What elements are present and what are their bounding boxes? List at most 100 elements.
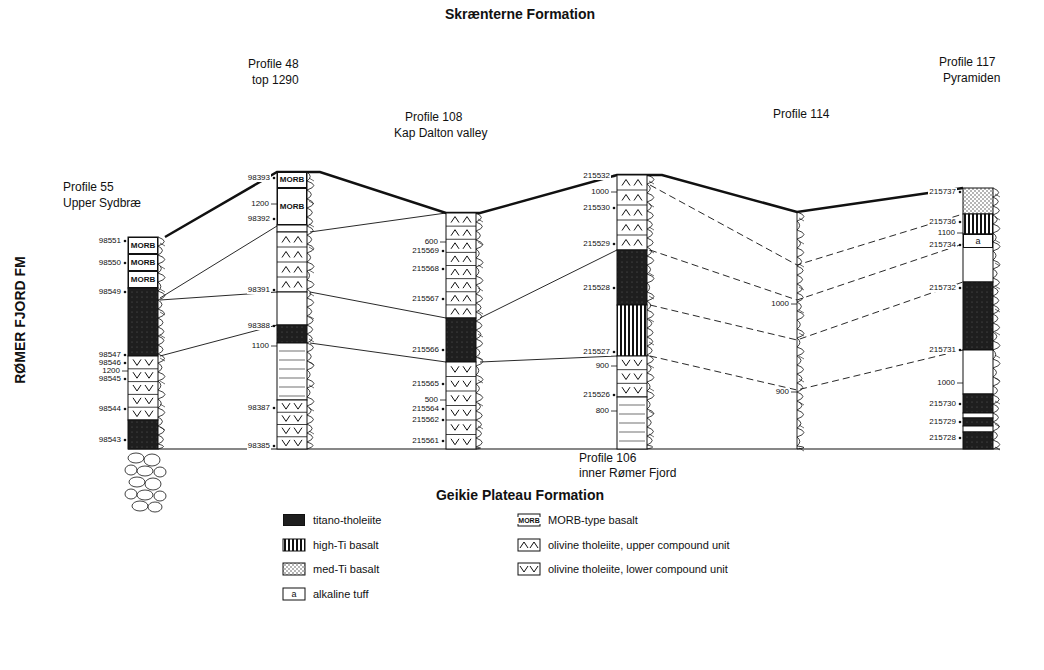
unit-divider [446,405,476,406]
sample-dot [959,349,962,352]
lower-unit-symbol [622,387,630,393]
lower-unit-symbol [133,398,141,404]
unit-divider [617,190,647,191]
elevation-tick [611,366,617,367]
sample-number: 215530 [582,204,611,212]
elevation-tick [611,411,617,412]
upper-unit-symbol [634,210,642,216]
lower-unit-symbol [282,440,290,446]
elevation-mark: 1200 [101,367,121,375]
lower-unit-symbol [133,411,141,417]
upper-unit-symbol [451,217,459,223]
sample-number: 98545 [98,375,122,383]
sample-number: 215565 [411,380,440,388]
correlation-line [310,343,446,362]
sample-dot [273,218,276,221]
profile-locality: Pyramiden [942,72,1001,84]
unit-divider [277,424,307,425]
bedding-line [279,378,305,379]
upper-unit-symbol [622,195,630,201]
sample-dot [442,268,445,271]
legend-swatch-text: a [290,590,297,599]
sample-dot [124,262,127,265]
profile-hatch [478,265,483,268]
unit-label: MORB [280,203,304,211]
profile-hatch [799,287,804,290]
profile-title: Profile 108 [404,111,463,123]
profile-hatch [160,335,165,338]
sample-number: 215734 [928,241,957,249]
boulder [125,465,137,475]
upper-unit-symbol [463,217,471,223]
upper-unit-symbol [451,308,459,314]
sample-dot [442,250,445,253]
lower-unit-symbol [282,415,290,421]
sample-number: 215561 [411,437,440,445]
lower-unit-symbol [145,359,153,365]
unit-divider [277,277,307,278]
sample-number: 215729 [928,418,957,426]
profile-hatch [995,286,1000,289]
lower-unit-symbol [451,410,459,416]
lithology-unit [128,288,158,356]
sample-number: 215529 [582,240,611,248]
upper-unit-symbol [282,267,290,273]
sample-dot [613,287,616,290]
lower-unit-symbol [282,403,290,409]
unit-divider [277,247,307,248]
unit-divider [446,304,476,305]
upper-unit-symbol [451,243,459,249]
lower-unit-symbol [145,385,153,391]
lower-unit-symbol [294,403,302,409]
legend-text: titano-tholeiite [313,514,382,526]
profile-hatch [995,263,1000,266]
bedding-line [619,441,645,442]
profile-hatch [799,379,804,382]
profile-hatch [799,356,804,359]
lower-unit-symbol [622,360,630,366]
profile-hatch [478,288,483,291]
morb-unit-box: MORB [128,271,158,288]
profile-hatch [995,194,1000,197]
lower-unit-symbol [294,415,302,421]
unit-divider [617,205,647,206]
profile-hatch [160,289,165,292]
sample-number: 215567 [411,295,440,303]
profile-title: Profile 55 [62,181,115,193]
upper-unit-symbol [451,269,459,275]
boulder [137,466,153,476]
sample-dot [273,177,276,180]
lithology-unit [963,188,993,214]
sample-number: 215564 [411,405,440,413]
elevation-tick [440,400,446,401]
lower-unit-symbol [133,385,141,391]
lithology-unit [277,400,307,449]
lithology-unit [277,232,307,292]
profile-hatch [478,403,483,406]
profile-hatch [478,357,483,360]
profile-hatch [649,388,654,391]
formation-name: RØMER FJORD FM [13,255,27,385]
morb-unit-box: MORB [128,237,158,254]
unit-divider [617,235,647,236]
lower-unit-symbol [634,360,642,366]
bedding-line [619,405,645,406]
lithology-unit [277,292,307,325]
bedding-line [279,360,305,361]
sample-dot [613,207,616,210]
unit-divider [446,291,476,292]
profile-hatch [160,312,165,315]
profile-hatch [995,424,1000,427]
unit-divider [446,265,476,266]
lithology-unit [617,175,647,250]
upper-unit-symbol [451,282,459,288]
sample-dot [273,407,276,410]
bedding-line [279,351,305,352]
elevation-mark: 1000 [936,379,956,387]
upper-unit-symbol [530,542,538,548]
upper-unit-symbol [463,243,471,249]
bedding-line [619,423,645,424]
sample-dot [442,383,445,386]
lower-unit-symbol [294,440,302,446]
lower-unit-symbol [133,359,141,365]
